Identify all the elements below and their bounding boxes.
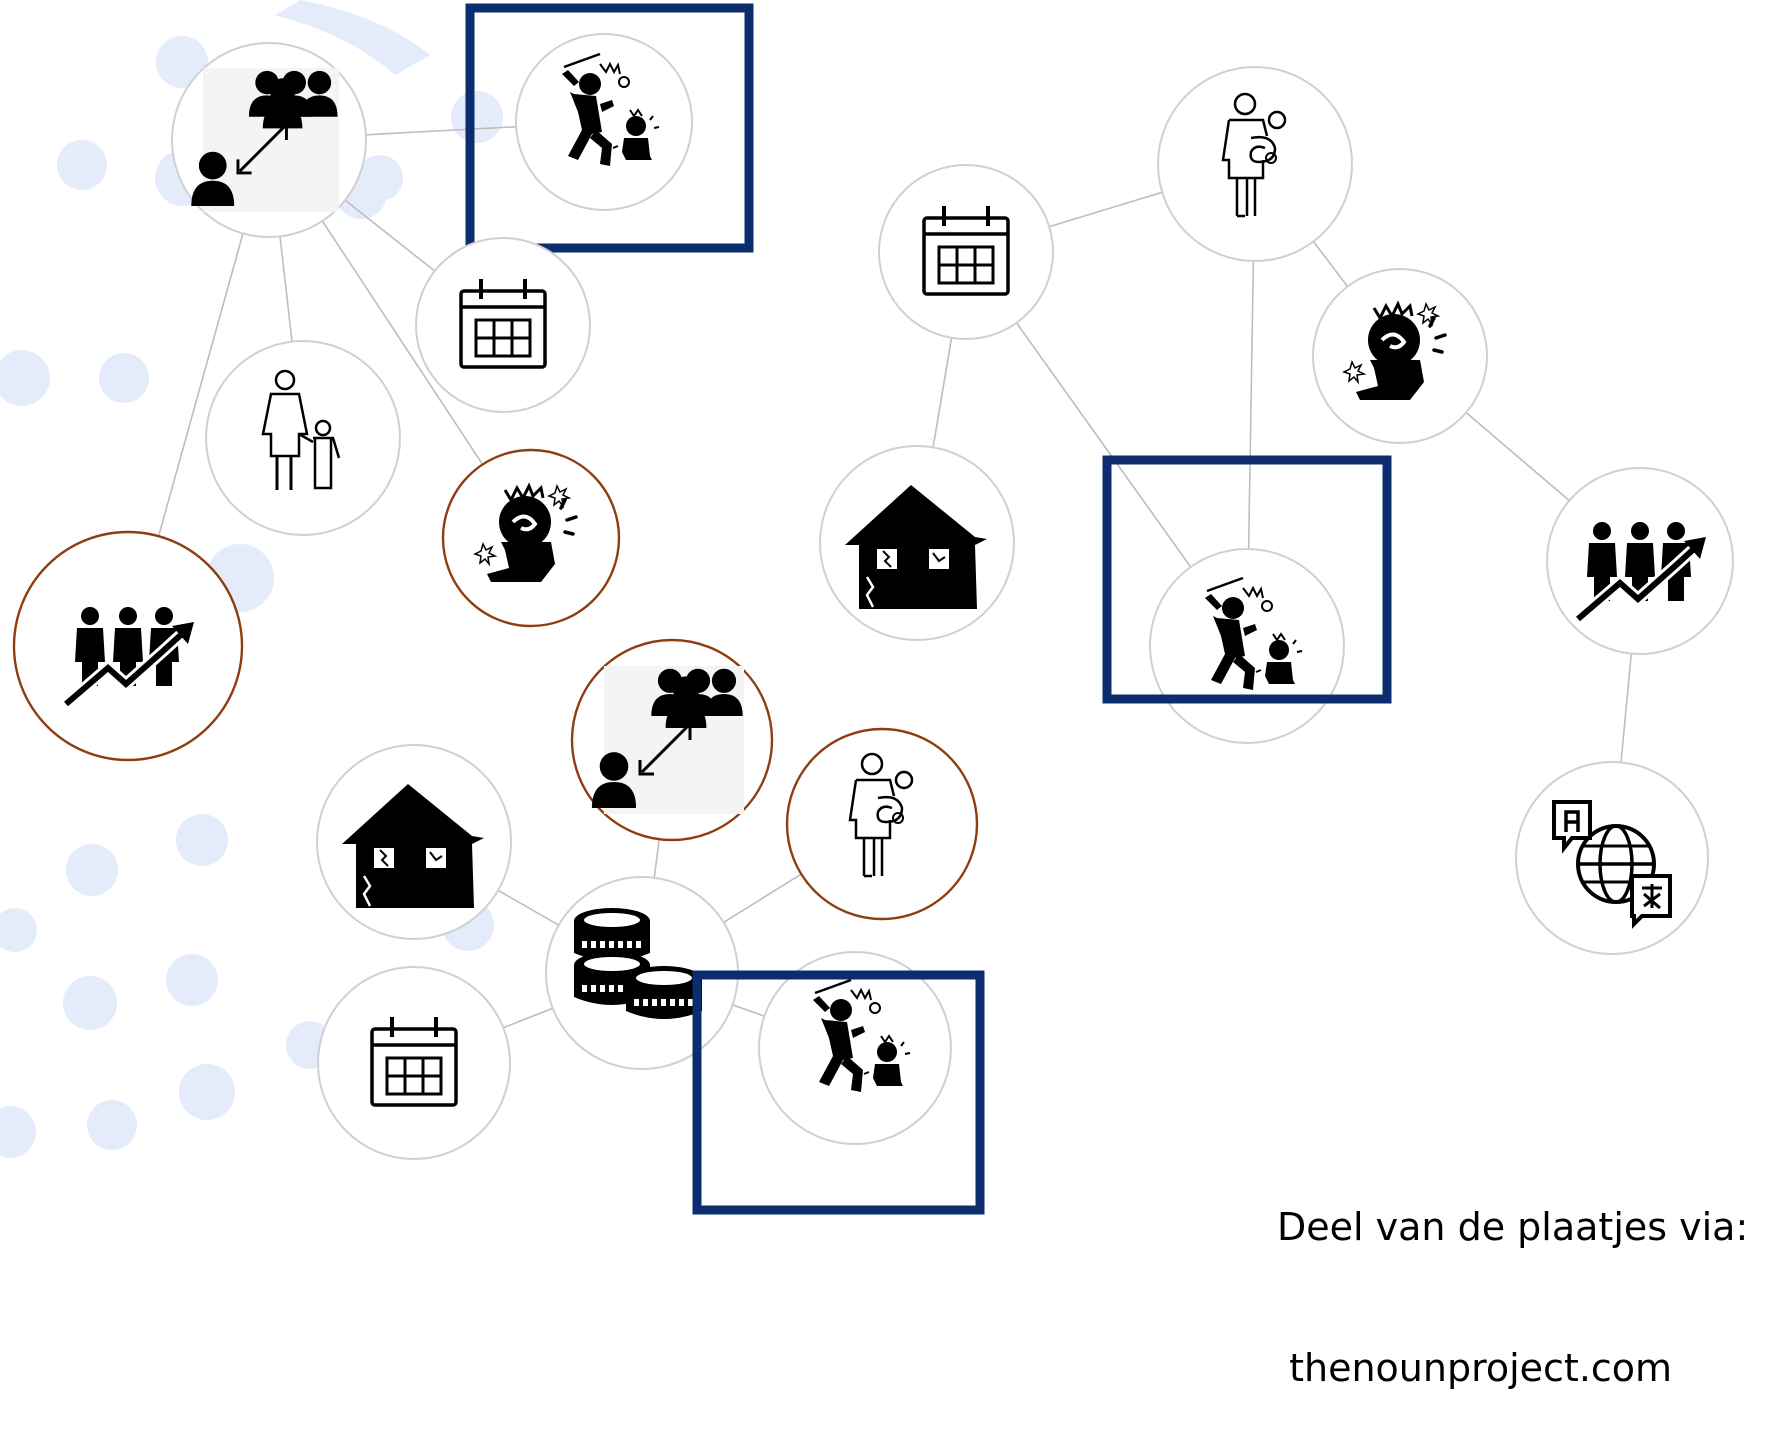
decor-dot <box>63 976 117 1030</box>
highlight-box <box>692 970 985 1215</box>
calendar-icon <box>922 206 1010 296</box>
mother-baby-icon <box>848 752 914 878</box>
node-circle <box>1157 66 1353 262</box>
decor-dot <box>0 350 50 406</box>
node-circle <box>415 237 591 413</box>
decor-dot <box>451 91 503 143</box>
node-a3 <box>415 237 591 413</box>
node-circle <box>317 966 511 1160</box>
node-circle <box>785 727 979 921</box>
violence-icon <box>813 978 911 1092</box>
distressed-child-icon <box>473 482 578 582</box>
node-b7 <box>1515 761 1709 955</box>
node-c6 <box>692 951 985 1215</box>
distressed-child-icon <box>1342 300 1447 400</box>
highlight-box <box>1102 455 1392 704</box>
node-b6 <box>1546 467 1734 655</box>
node-a2 <box>465 3 754 253</box>
network-diagrams <box>0 0 1734 1215</box>
highlight-box <box>465 3 754 253</box>
decor-dot <box>166 954 218 1006</box>
node-b4 <box>819 445 1015 641</box>
node-circle <box>1149 548 1345 744</box>
decor-dot <box>0 1106 36 1158</box>
node-b2 <box>1157 66 1353 262</box>
calendar-icon <box>459 279 547 369</box>
node-a4 <box>205 340 401 536</box>
node-circle <box>515 33 693 211</box>
coins-icon <box>574 908 702 1019</box>
population-growth-icon <box>1574 522 1706 624</box>
population-growth-icon <box>62 607 194 709</box>
node-b1 <box>878 164 1054 340</box>
decor-dot <box>179 1064 235 1120</box>
node-circle <box>878 164 1054 340</box>
decor-dot <box>99 353 149 403</box>
violence-icon <box>562 52 660 166</box>
node-c1 <box>545 876 739 1070</box>
node-circle <box>1515 761 1709 955</box>
image-credit: Deel van de plaatjes via: thenounproject… <box>1277 1110 1748 1439</box>
node-circle <box>758 951 952 1145</box>
nodes <box>12 3 1734 1215</box>
node-a1 <box>171 42 367 238</box>
language-globe-icon <box>1552 800 1672 929</box>
decor-dot <box>176 814 228 866</box>
credit-line-1: Deel van de plaatjes via: <box>1277 1205 1749 1249</box>
node-c2 <box>316 744 512 940</box>
decor-dot <box>57 140 107 190</box>
node-a6 <box>12 530 244 762</box>
mother-baby-icon <box>1221 92 1287 218</box>
node-b3 <box>1312 268 1488 444</box>
node-a5 <box>441 448 621 628</box>
parent-child-icon <box>261 369 341 490</box>
decor-dot <box>0 908 37 952</box>
decor-dot <box>66 844 118 896</box>
decor-dot <box>156 36 208 88</box>
decor-dot <box>357 155 403 201</box>
decor-dot <box>87 1100 137 1150</box>
node-c3 <box>570 638 774 842</box>
damaged-house-icon <box>845 485 987 609</box>
group-distance-icon <box>591 666 744 814</box>
violence-icon <box>1205 576 1303 690</box>
node-c5 <box>317 966 511 1160</box>
corner-swoosh <box>275 0 430 75</box>
calendar-icon <box>370 1017 458 1107</box>
group-distance-icon <box>191 68 339 212</box>
credit-line-2: thenounproject.com <box>1277 1346 1673 1390</box>
damaged-house-icon <box>342 784 484 908</box>
node-circle <box>205 340 401 536</box>
node-b5 <box>1102 455 1392 744</box>
node-c4 <box>785 727 979 921</box>
